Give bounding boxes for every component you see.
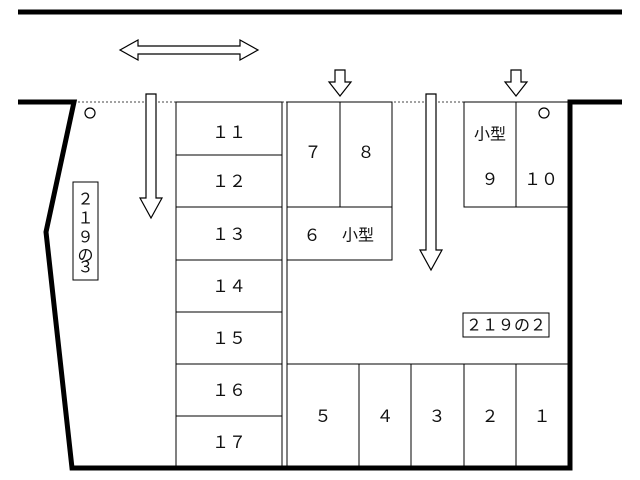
double-headed-arrow-icon — [118, 38, 260, 62]
space-label: １５ — [212, 329, 246, 349]
lot-219-2-label: ２１９の２ — [466, 316, 546, 335]
circle-marker-icon — [538, 107, 550, 119]
lot-219-2-box — [462, 312, 550, 338]
lot-219-3-char: ２ — [77, 190, 93, 209]
space-label: １１ — [212, 123, 246, 143]
space-label: ６ — [304, 226, 321, 246]
lot-219-3-char: １ — [77, 209, 93, 228]
space-label: １７ — [212, 433, 246, 453]
space-6 — [286, 206, 393, 261]
lot-boundary — [18, 99, 622, 471]
space-label: ５ — [315, 407, 332, 427]
space-label: ２ — [482, 407, 499, 427]
down-arrow-icon — [138, 93, 164, 220]
space-label: １３ — [212, 225, 246, 245]
compact-label: 小型 — [474, 125, 506, 144]
space-label: １０ — [524, 170, 558, 190]
space-label: ８ — [358, 143, 375, 163]
space-label: １ — [534, 407, 551, 427]
space-label: ７ — [305, 143, 322, 163]
down-arrow-icon — [503, 69, 529, 97]
space-10 — [515, 101, 569, 208]
down-arrow-icon — [418, 93, 444, 272]
circle-marker-icon — [84, 107, 96, 119]
down-arrow-icon — [327, 69, 353, 97]
space-label: ４ — [377, 407, 394, 427]
space-label: １２ — [212, 172, 246, 192]
space-label: １４ — [212, 277, 246, 297]
space-1 — [515, 363, 569, 469]
space-17 — [175, 415, 283, 469]
space-label: ３ — [429, 407, 446, 427]
lot-219-3-char: ９ — [77, 228, 93, 247]
space-label: １６ — [212, 381, 246, 401]
space-label: ９ — [482, 170, 499, 190]
lot-219-3-char: ３ — [77, 258, 93, 277]
compact-label: 小型 — [342, 226, 374, 245]
lot-219-3-char: の — [77, 246, 93, 265]
space-9 — [463, 101, 517, 208]
lot-219-3-box — [72, 181, 99, 281]
